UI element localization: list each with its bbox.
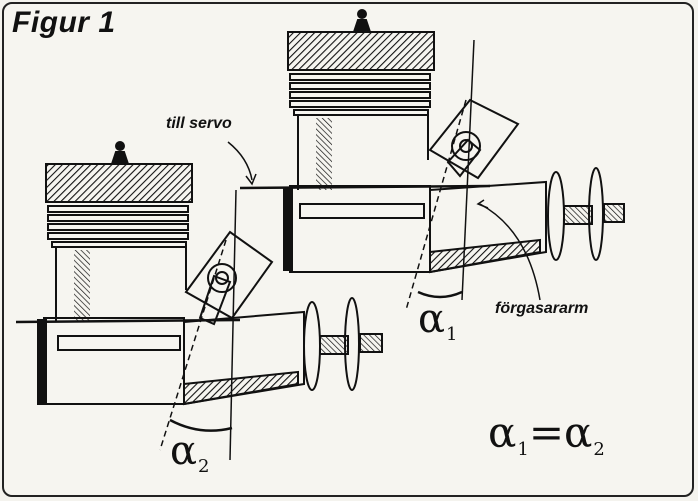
engine-upper-cylinder xyxy=(297,115,429,190)
equation-alpha1-equals-alpha2: α1=α2 xyxy=(488,408,605,460)
engine-upper-glowplug xyxy=(352,19,372,33)
alpha-2-label: α2 xyxy=(170,428,210,477)
engine-upper-flange-1 xyxy=(547,171,565,261)
alpha-1-label: α1 xyxy=(418,296,458,345)
engine-lower-head xyxy=(45,163,193,203)
label-till-servo: till servo xyxy=(166,115,232,132)
engine-lower-crankcase xyxy=(43,317,185,405)
engine-upper xyxy=(227,9,625,311)
engine-upper-carb xyxy=(428,98,520,180)
figure-title: Figur 1 xyxy=(12,6,116,39)
engine-upper-crankcase xyxy=(289,185,431,273)
engine-lower-glowplug xyxy=(110,151,130,165)
label-forgasararm: förgasararm xyxy=(495,300,589,317)
engine-lower-fins xyxy=(47,205,189,248)
engine-lower-cylinder xyxy=(55,247,187,322)
arrow-servo xyxy=(227,141,253,181)
engine-lower-servo-rod xyxy=(15,318,241,324)
engine-upper-servo-rod xyxy=(239,184,491,190)
engine-lower-flange-1 xyxy=(303,301,321,391)
engine-upper-head xyxy=(287,31,435,71)
figure-frame xyxy=(2,2,694,497)
engine-lower xyxy=(15,141,383,461)
engine-lower-carb xyxy=(184,230,274,320)
engine-upper-fins xyxy=(289,73,431,116)
arrow-arm xyxy=(479,203,541,301)
